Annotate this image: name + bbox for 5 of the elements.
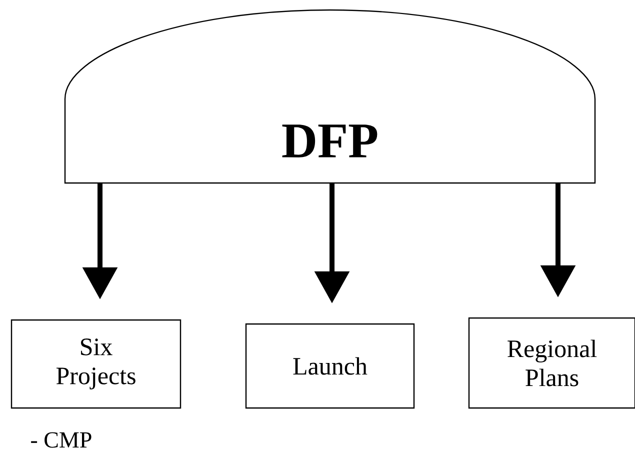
process-box: Six Projects (10, 319, 182, 409)
note-text: - CMP (31, 432, 92, 448)
dome-box: DFP (64, 9, 596, 184)
process-box: Regional Plans (468, 317, 635, 409)
process-box: Launch (245, 323, 415, 409)
